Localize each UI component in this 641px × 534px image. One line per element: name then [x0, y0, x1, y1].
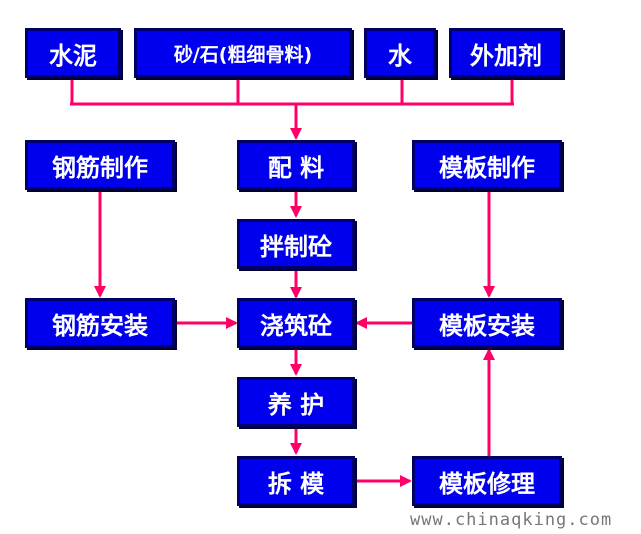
step-mixing: 拌制砼 [237, 219, 355, 269]
watermark-url: www.chinaqking.com [410, 510, 613, 530]
step-demolding: 拆 模 [237, 456, 355, 506]
step-batching: 配 料 [237, 140, 355, 190]
material-water-label: 水 [388, 41, 412, 70]
step-formwork-repair-label: 模板修理 [439, 469, 535, 498]
step-formwork-fabrication-label: 模板制作 [439, 153, 535, 182]
material-water: 水 [364, 28, 436, 78]
step-rebar-fabrication-label: 钢筋制作 [52, 153, 148, 182]
step-rebar-installation-label: 钢筋安装 [52, 311, 148, 340]
step-formwork-repair: 模板修理 [412, 456, 562, 506]
material-cement: 水泥 [25, 28, 121, 78]
step-mixing-label: 拌制砼 [260, 232, 332, 261]
step-curing: 养 护 [237, 377, 355, 427]
material-aggregate-label: 砂/石(粗细骨料) [173, 43, 313, 66]
material-admixture: 外加剂 [449, 28, 563, 78]
step-demolding-label: 拆 模 [267, 469, 325, 498]
step-batching-label: 配 料 [267, 153, 325, 182]
step-curing-label: 养 护 [267, 390, 325, 419]
step-pouring-label: 浇筑砼 [260, 311, 332, 340]
step-formwork-installation: 模板安装 [412, 298, 562, 348]
step-formwork-fabrication: 模板制作 [412, 140, 562, 190]
material-aggregate: 砂/石(粗细骨料) [134, 28, 352, 78]
step-pouring: 浇筑砼 [237, 298, 355, 348]
step-formwork-installation-label: 模板安装 [439, 311, 535, 340]
step-rebar-installation: 钢筋安装 [25, 298, 175, 348]
step-rebar-fabrication: 钢筋制作 [25, 140, 175, 190]
material-admixture-label: 外加剂 [470, 41, 542, 70]
material-cement-label: 水泥 [49, 41, 97, 70]
